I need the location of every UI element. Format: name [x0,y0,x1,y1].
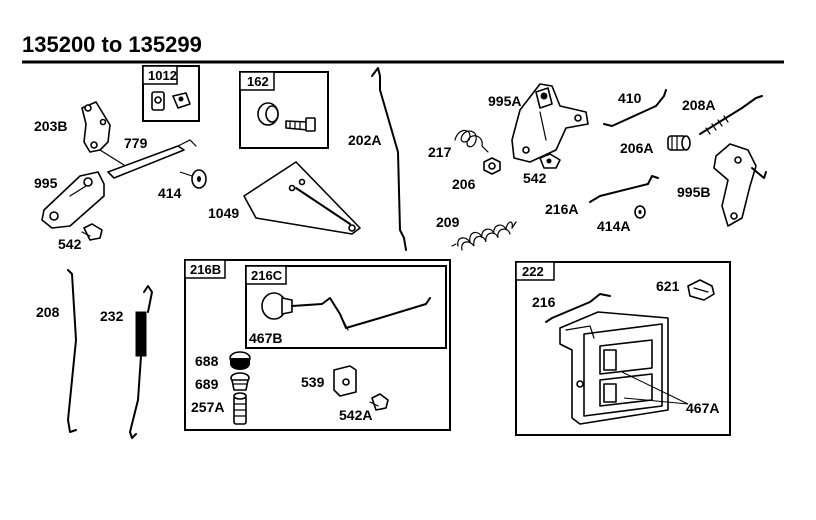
label-216: 216 [532,294,556,310]
label-467B: 467B [249,330,282,346]
label-203B: 203B [34,118,67,134]
label-217: 217 [428,144,452,160]
part-257A-bolt [233,392,247,425]
part-995A-bracket [511,83,589,163]
kit-162-box [239,71,329,149]
part-208A-spring-rod [699,95,763,135]
label-206A: 206A [620,140,653,156]
part-542-screw-right [539,153,561,169]
part-995B-bracket [713,143,767,227]
part-202A-rod [371,67,407,251]
part-467B-knob-and-throttle-wire [261,292,431,331]
part-539-clip [333,365,357,397]
label-542-right: 542 [523,170,547,186]
label-542A: 542A [339,407,372,423]
label-202A: 202A [348,132,381,148]
label-208: 208 [36,304,60,320]
label-206: 206 [452,176,476,192]
label-414: 414 [158,185,182,201]
part-414-washer [179,169,207,189]
part-control-plate-assembly [559,311,669,425]
label-1049: 1049 [208,205,239,221]
kit-216B-box [184,259,451,431]
part-209-spring [451,221,517,251]
label-232: 232 [100,308,124,324]
kit-162-label: 162 [247,74,269,89]
part-621-clip [687,279,715,301]
part-203B-bracket [81,101,111,153]
label-209: 209 [436,214,460,230]
label-995: 995 [34,175,58,191]
part-216-wire [545,293,611,323]
part-206-nut [483,157,501,175]
part-688-washer [229,351,251,370]
part-689-grommet [230,372,250,391]
kit-222-label: 222 [522,264,544,279]
part-217-spring [454,129,489,153]
kit-216B-label: 216B [190,262,221,277]
part-779-link [99,139,197,179]
part-410-wire [603,89,667,127]
label-779: 779 [124,135,148,151]
kit-222-box [515,261,731,436]
label-688: 688 [195,353,219,369]
part-542-screw [81,223,103,241]
label-410: 410 [618,90,642,106]
label-467A: 467A [686,400,719,416]
label-995A: 995A [488,93,521,109]
label-208A: 208A [682,97,715,113]
label-689: 689 [195,376,219,392]
label-621: 621 [656,278,680,294]
kit-216C-box [245,265,447,349]
label-257A: 257A [191,399,224,415]
part-542A-screw [369,393,389,411]
label-539: 539 [301,374,325,390]
kit-216C-label: 216C [251,268,283,283]
part-995-bracket [41,171,105,229]
part-1012-fittings [151,91,191,111]
part-208-rod [67,269,77,433]
part-414A-washer [634,205,646,219]
part-216A-wire [589,175,659,203]
part-206A-bushing [667,135,691,151]
part-1049-plate [243,161,361,235]
part-162-bushing-and-screw [257,102,316,132]
label-216A: 216A [545,201,578,217]
kit-1012-label: 1012 [148,68,177,83]
model-range-title: 135200 to 135299 [22,32,202,57]
label-995B: 995B [677,184,710,200]
label-542-left: 542 [58,236,82,252]
label-414A: 414A [597,218,630,234]
part-232-spring-rod [129,285,153,439]
